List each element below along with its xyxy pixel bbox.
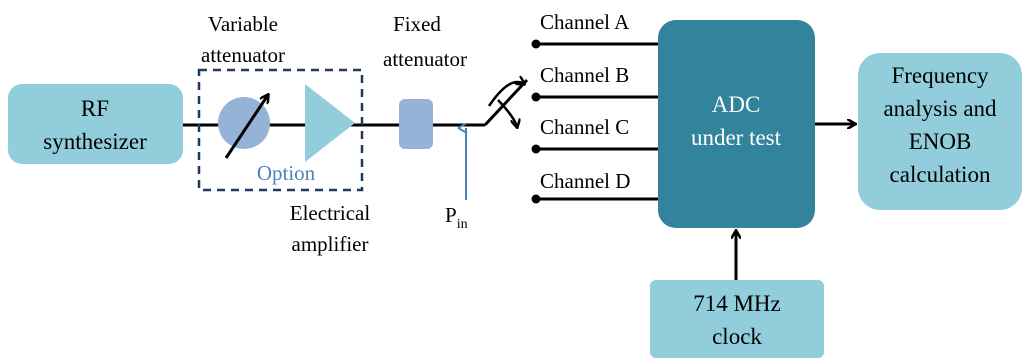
- electrical-amplifier-symbol: [305, 84, 355, 162]
- analysis-block: Frequency analysis and ENOB calculation: [858, 53, 1022, 210]
- pin-label-sub: in: [457, 217, 468, 232]
- option-label: Option: [257, 161, 316, 185]
- adc-block: ADC under test: [658, 20, 815, 228]
- electrical-amplifier-label-line1: Electrical: [290, 201, 371, 225]
- analysis-line3: ENOB: [909, 129, 972, 154]
- channel-d-label: Channel D: [540, 169, 630, 193]
- fixed-attenuator-label-line1: Fixed: [393, 12, 441, 36]
- channel-d: Channel D: [531, 169, 658, 204]
- channel-switch: [483, 80, 529, 127]
- analysis-line1: Frequency: [891, 63, 989, 88]
- clock-block: 714 MHz clock: [650, 280, 824, 358]
- channel-b-label: Channel B: [540, 63, 629, 87]
- adc-line2: under test: [691, 125, 782, 150]
- pin-label-main: P: [445, 203, 457, 227]
- fixed-attenuator-label-line2: attenuator: [383, 47, 467, 71]
- variable-attenuator-symbol: [218, 95, 270, 159]
- variable-attenuator-label-line2: attenuator: [201, 43, 285, 67]
- channel-c: Channel C: [531, 115, 658, 154]
- option-dashed-box: [197, 68, 364, 192]
- analysis-line2: analysis and: [883, 96, 997, 121]
- variable-attenuator-label-line1: Variable: [208, 12, 278, 36]
- channel-c-label: Channel C: [540, 115, 629, 139]
- electrical-amplifier-label-line2: amplifier: [292, 232, 369, 256]
- channel-a: Channel A: [531, 10, 658, 49]
- adc-line1: ADC: [712, 92, 761, 117]
- analysis-line4: calculation: [890, 162, 991, 187]
- pin-label: Pin: [445, 203, 468, 232]
- fixed-attenuator-symbol: [399, 99, 433, 149]
- clock-line1: 714 MHz: [693, 291, 781, 316]
- channel-a-label: Channel A: [540, 10, 630, 34]
- channel-b: Channel B: [531, 63, 658, 102]
- clock-line2: clock: [712, 324, 762, 349]
- rf-synthesizer-block: RF synthesizer: [8, 84, 183, 164]
- rf-synthesizer-line2: synthesizer: [43, 129, 147, 154]
- rf-synthesizer-line1: RF: [81, 96, 109, 121]
